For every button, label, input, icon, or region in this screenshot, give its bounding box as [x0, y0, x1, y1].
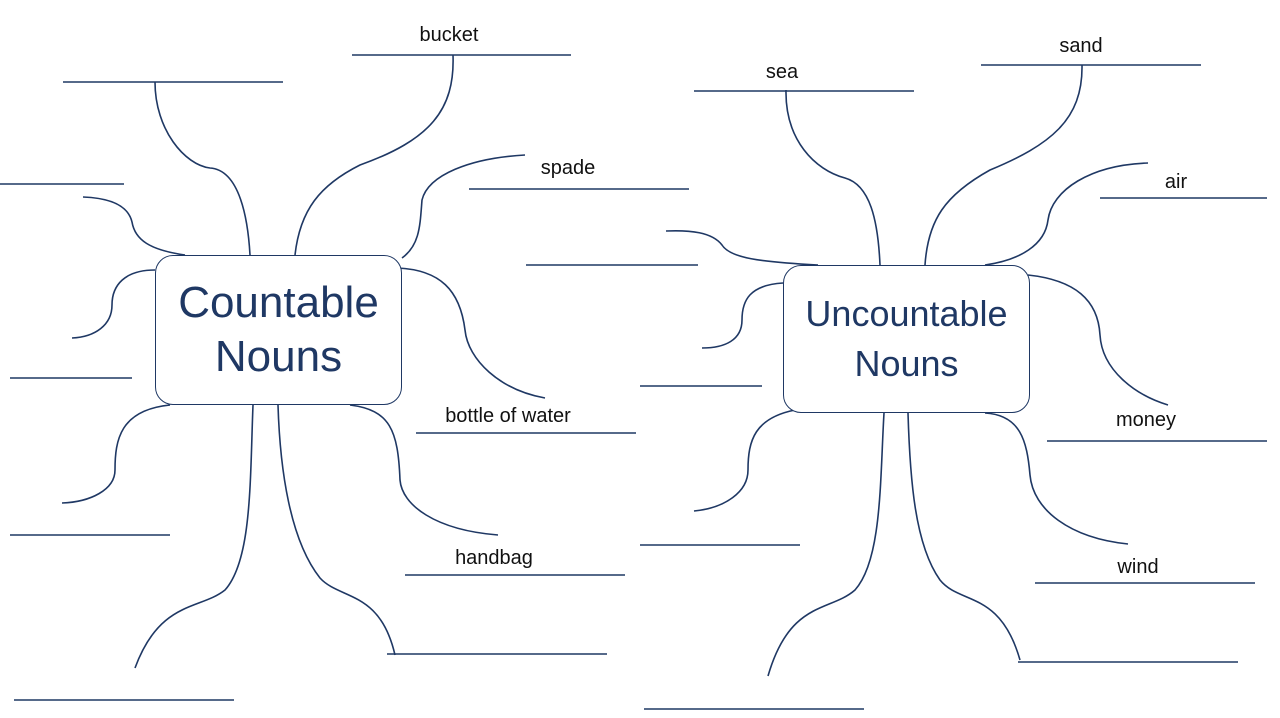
uncountable-example-money: money [1115, 409, 1177, 431]
uncountable-example-sand: sand [1059, 35, 1103, 57]
countable-branch [71, 269, 156, 339]
uncountable-title-line1: Uncountable [805, 292, 1008, 334]
uncountable-example-air: air [1164, 171, 1188, 193]
uncountable-branches [665, 64, 1169, 677]
countable-branch [294, 54, 454, 256]
countable-example-bottle-of-water: bottle of water [445, 405, 571, 427]
uncountable-branch [907, 412, 1021, 661]
countable-example-spade: spade [540, 157, 596, 179]
uncountable-title-line2: Nouns [854, 343, 959, 384]
countable-branch [134, 404, 254, 669]
uncountable-branch [984, 412, 1129, 545]
uncountable-branch [984, 162, 1149, 266]
uncountable-branch [665, 229, 819, 266]
uncountable-branch [785, 89, 881, 266]
uncountable-example-sea: sea [765, 61, 799, 83]
countable-title-line1: Countable [178, 278, 379, 328]
uncountable-branch [693, 409, 796, 512]
countable-branch [154, 81, 251, 256]
uncountable-branch [1027, 274, 1169, 406]
uncountable-answer-lines [640, 64, 1267, 710]
countable-branch [61, 404, 171, 504]
countable-title-line2: Nouns [214, 332, 343, 381]
uncountable-nouns-node: Uncountable Nouns [783, 265, 1030, 413]
uncountable-branch [767, 412, 885, 677]
uncountable-example-wind: wind [1117, 556, 1159, 578]
countable-branch [397, 267, 546, 399]
countable-example-handbag: handbag [455, 547, 533, 569]
uncountable-branch [701, 282, 784, 349]
countable-branches [61, 54, 546, 669]
uncountable-branch [924, 64, 1083, 266]
countable-nouns-node: Countable Nouns [155, 255, 402, 405]
countable-branch [401, 154, 526, 259]
countable-answer-lines [0, 54, 698, 701]
countable-example-bucket: bucket [419, 24, 479, 46]
countable-branch [82, 196, 186, 256]
countable-branch [349, 404, 499, 536]
countable-branch [277, 404, 396, 656]
